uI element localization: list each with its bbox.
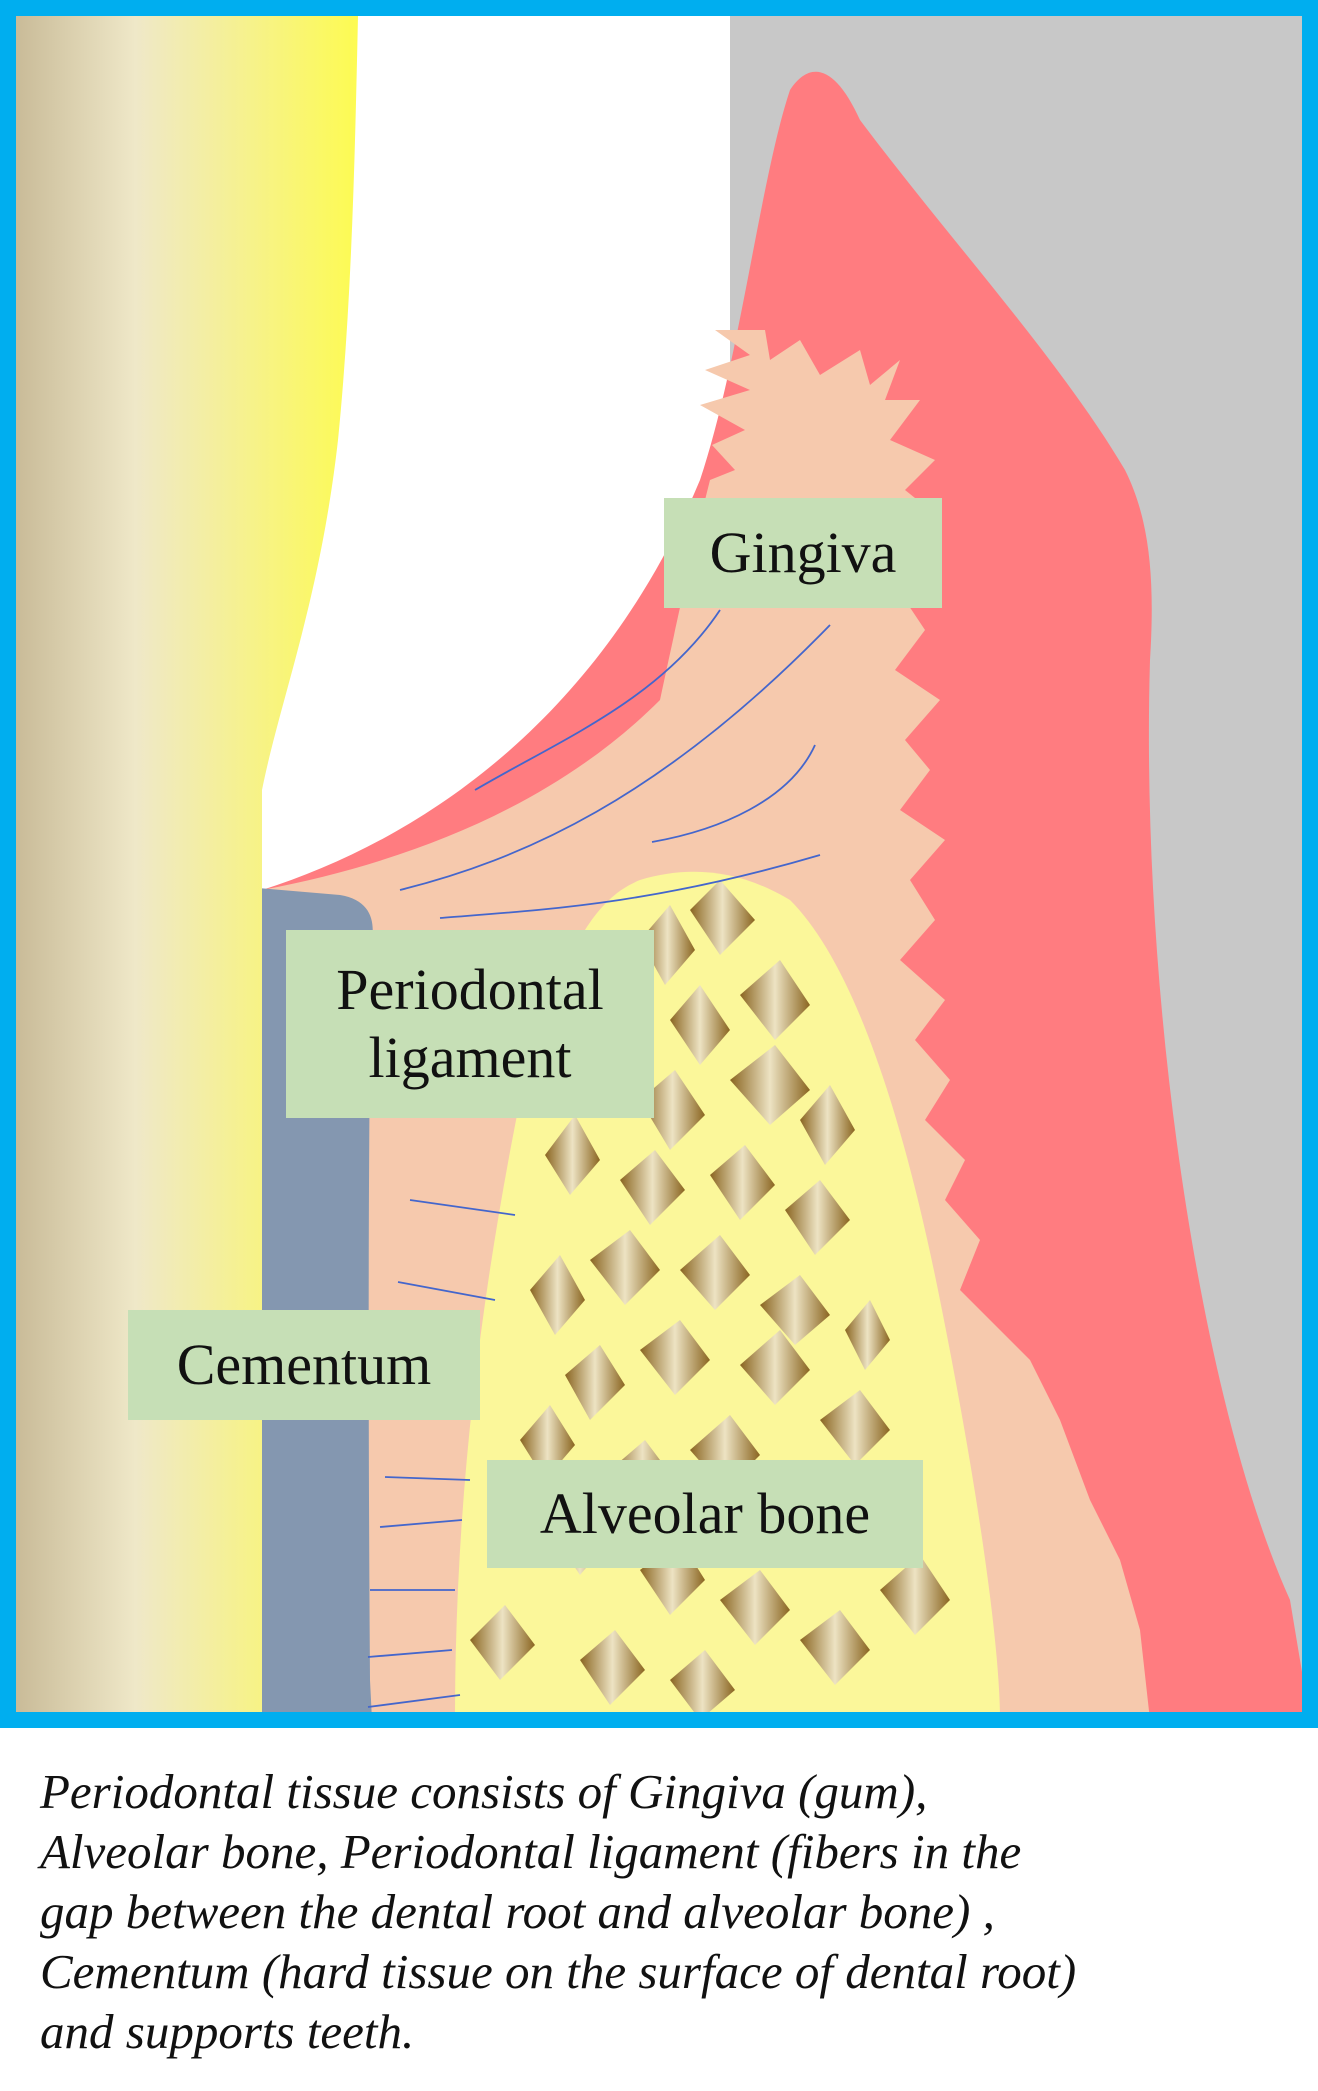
caption-line: and supports teeth. — [40, 2004, 415, 2059]
label-periodontal-ligament-line1: Periodontal — [336, 957, 604, 1022]
label-cementum: Cementum — [128, 1310, 480, 1420]
caption-line: Cementum (hard tissue on the surface of … — [40, 1944, 1077, 1999]
caption-line: Alveolar bone, Periodontal ligament (fib… — [40, 1824, 1022, 1879]
diagram-frame — [0, 0, 1318, 1728]
caption-line: Periodontal tissue consists of Gingiva (… — [40, 1764, 928, 1819]
ligament-fibers — [367, 609, 831, 1708]
label-cementum-text: Cementum — [176, 1332, 432, 1397]
tooth-root — [16, 16, 358, 1712]
figure-caption: Periodontal tissue consists of Gingiva (… — [40, 1762, 1300, 2062]
label-alveolar-bone: Alveolar bone — [487, 1460, 923, 1568]
label-gingiva-text: Gingiva — [709, 520, 897, 585]
label-periodontal-ligament: Periodontal ligament — [286, 930, 654, 1118]
caption-line: gap between the dental root and alveolar… — [40, 1884, 995, 1939]
label-gingiva: Gingiva — [664, 498, 942, 608]
label-alveolar-bone-text: Alveolar bone — [539, 1481, 871, 1546]
label-periodontal-ligament-line2: ligament — [368, 1025, 572, 1090]
